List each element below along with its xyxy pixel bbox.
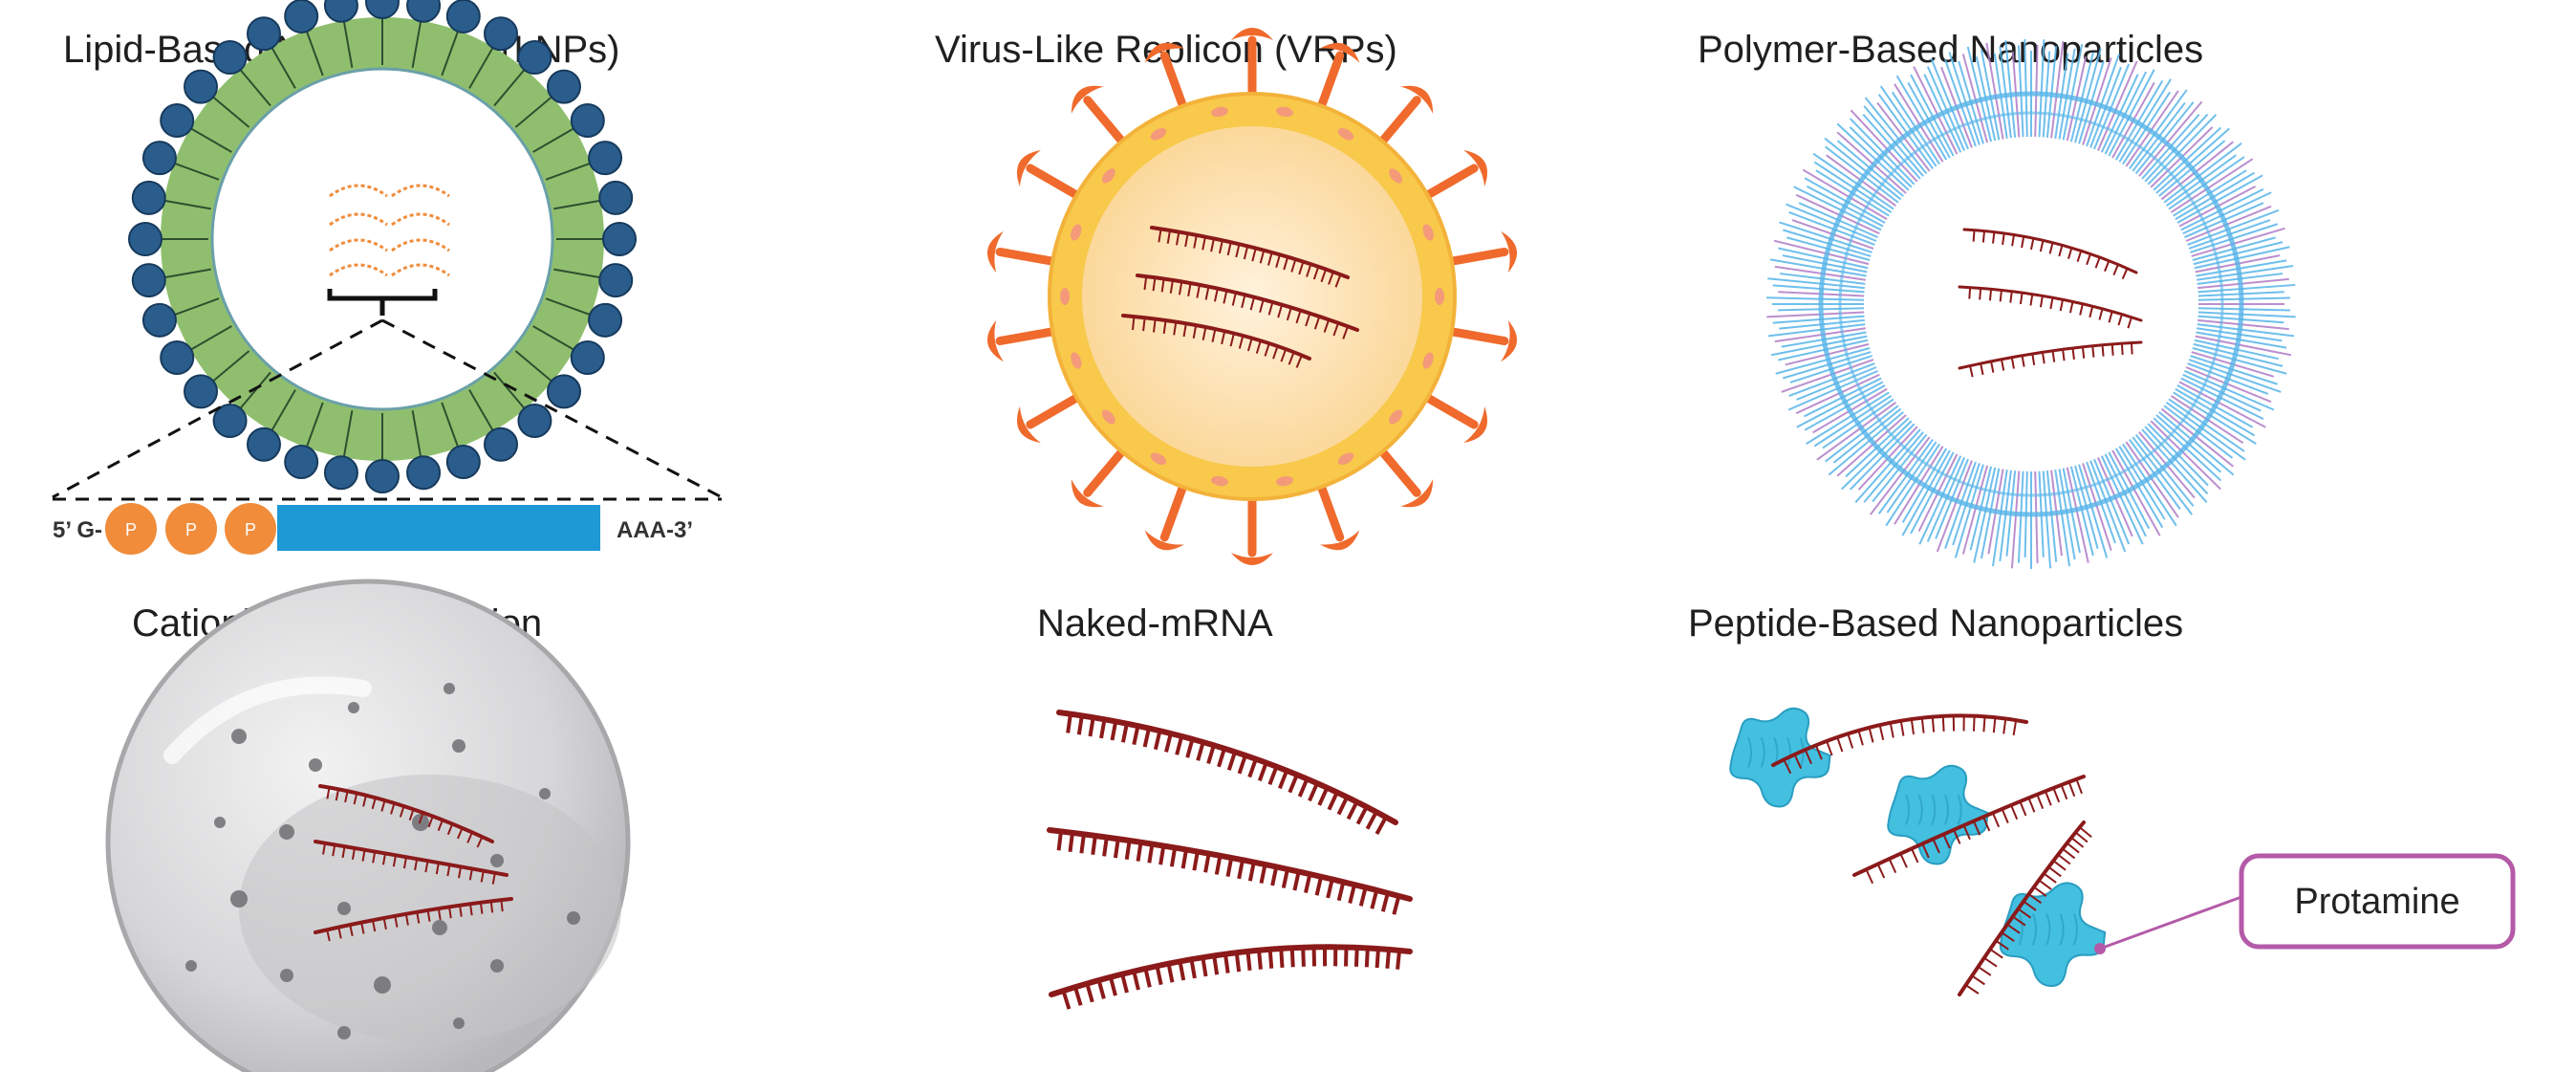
naked-title: Naked-mRNA: [1037, 602, 1273, 645]
five-prime-label: 5’ G-: [53, 517, 102, 543]
phosphate-label-1: P: [125, 520, 137, 539]
mrna-construct: 5’ G- P P P AAA-3’: [53, 503, 693, 555]
protamine-callout: Protamine: [2094, 853, 2516, 954]
coding-region: [277, 505, 600, 551]
polymer-title: Polymer-Based Nanoparticles: [1698, 29, 2204, 71]
peptide-mrna-cargo: [1771, 713, 2092, 996]
phosphate-label-2: P: [185, 520, 197, 539]
emulsion-droplet-icon: [105, 579, 631, 1072]
vrp-mrna-cargo: [1121, 226, 1359, 368]
protamine-label: Protamine: [2294, 882, 2459, 922]
phosphate-label-3: P: [245, 520, 256, 539]
phosphate-p1: P: [105, 503, 157, 555]
emulsion-mrna-cargo: [314, 784, 513, 942]
protamine-protein-icon: [1729, 707, 2107, 996]
polymer-mrna-cargo: [1958, 228, 2143, 378]
peptide-title: Peptide-Based Nanoparticles: [1688, 602, 2184, 645]
mrna-strand-icon: [1047, 710, 1413, 1010]
phosphate-p2: P: [165, 503, 217, 555]
lipid-nanoparticle-icon: [52, 0, 723, 501]
virus-icon: [986, 28, 1518, 565]
polymer-nanoparticle-icon: [1766, 39, 2296, 569]
lnp-mrna-cargo: [329, 184, 450, 277]
phosphate-p3: P: [225, 503, 276, 555]
three-prime-label: AAA-3’: [617, 517, 693, 543]
